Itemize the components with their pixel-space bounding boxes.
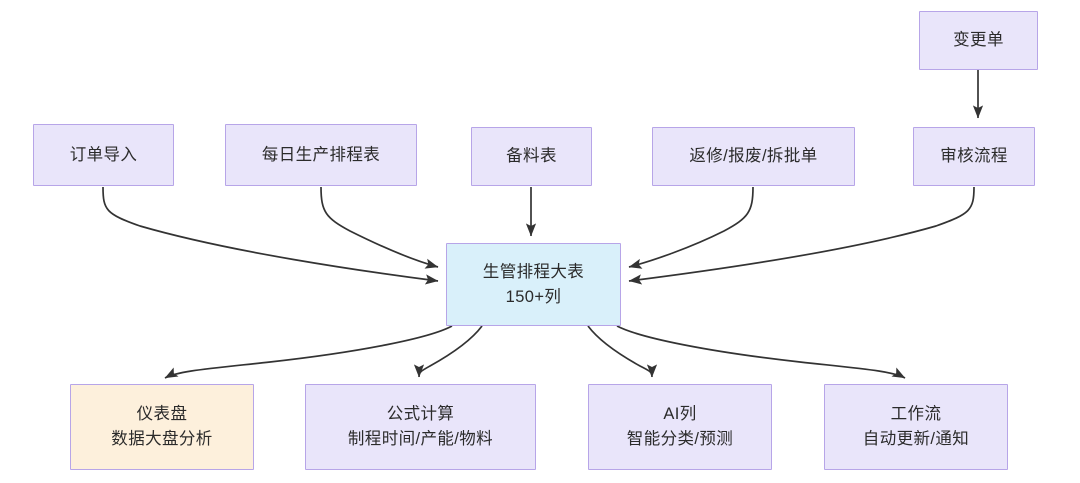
node-daily-schedule-label: 每日生产排程表 <box>261 145 381 164</box>
node-order-import[interactable]: 订单导入 <box>33 124 174 186</box>
node-ai-column-subtitle: 智能分类/预测 <box>626 430 734 448</box>
node-change-order[interactable]: 变更单 <box>919 11 1038 70</box>
edge-order-import-to-master-table <box>102 186 439 285</box>
node-review-flow-label: 审核流程 <box>940 147 1008 166</box>
node-dashboard-title: 仪表盘 <box>136 405 188 424</box>
edge-review-flow-to-master-table <box>628 186 975 285</box>
node-ai-column[interactable]: AI列 智能分类/预测 <box>588 384 772 470</box>
node-master-table-subtitle: 150+列 <box>505 287 562 306</box>
edge-daily-schedule-to-master-table <box>320 186 439 269</box>
node-rework-scrap-label: 返修/报废/拆批单 <box>689 147 818 166</box>
edge-master-table-to-ai-column <box>587 325 658 378</box>
node-dashboard-subtitle: 数据大盘分析 <box>111 430 213 448</box>
node-workflow-subtitle: 自动更新/通知 <box>862 430 970 448</box>
edge-master-table-to-workflow <box>616 325 906 379</box>
node-material-prep[interactable]: 备料表 <box>471 127 592 186</box>
node-formula-calc[interactable]: 公式计算 制程时间/产能/物料 <box>305 384 536 470</box>
node-review-flow[interactable]: 审核流程 <box>913 127 1035 186</box>
edge-rework-scrap-to-master-table <box>628 186 754 269</box>
node-dashboard[interactable]: 仪表盘 数据大盘分析 <box>70 384 254 470</box>
node-workflow[interactable]: 工作流 自动更新/通知 <box>824 384 1008 470</box>
node-ai-column-title: AI列 <box>663 405 697 424</box>
edge-master-table-to-dashboard <box>164 325 453 379</box>
node-formula-calc-title: 公式计算 <box>386 405 455 424</box>
node-master-table-title: 生管排程大表 <box>482 262 585 281</box>
edge-master-table-to-formula-calc <box>413 325 483 378</box>
node-change-order-label: 变更单 <box>953 31 1004 50</box>
node-daily-schedule[interactable]: 每日生产排程表 <box>225 124 417 186</box>
node-order-import-label: 订单导入 <box>69 145 138 164</box>
node-material-prep-label: 备料表 <box>506 147 557 166</box>
node-master-table[interactable]: 生管排程大表 150+列 <box>446 243 621 326</box>
node-rework-scrap[interactable]: 返修/报废/拆批单 <box>652 127 855 186</box>
node-formula-calc-subtitle: 制程时间/产能/物料 <box>347 430 494 448</box>
node-workflow-title: 工作流 <box>890 405 942 424</box>
